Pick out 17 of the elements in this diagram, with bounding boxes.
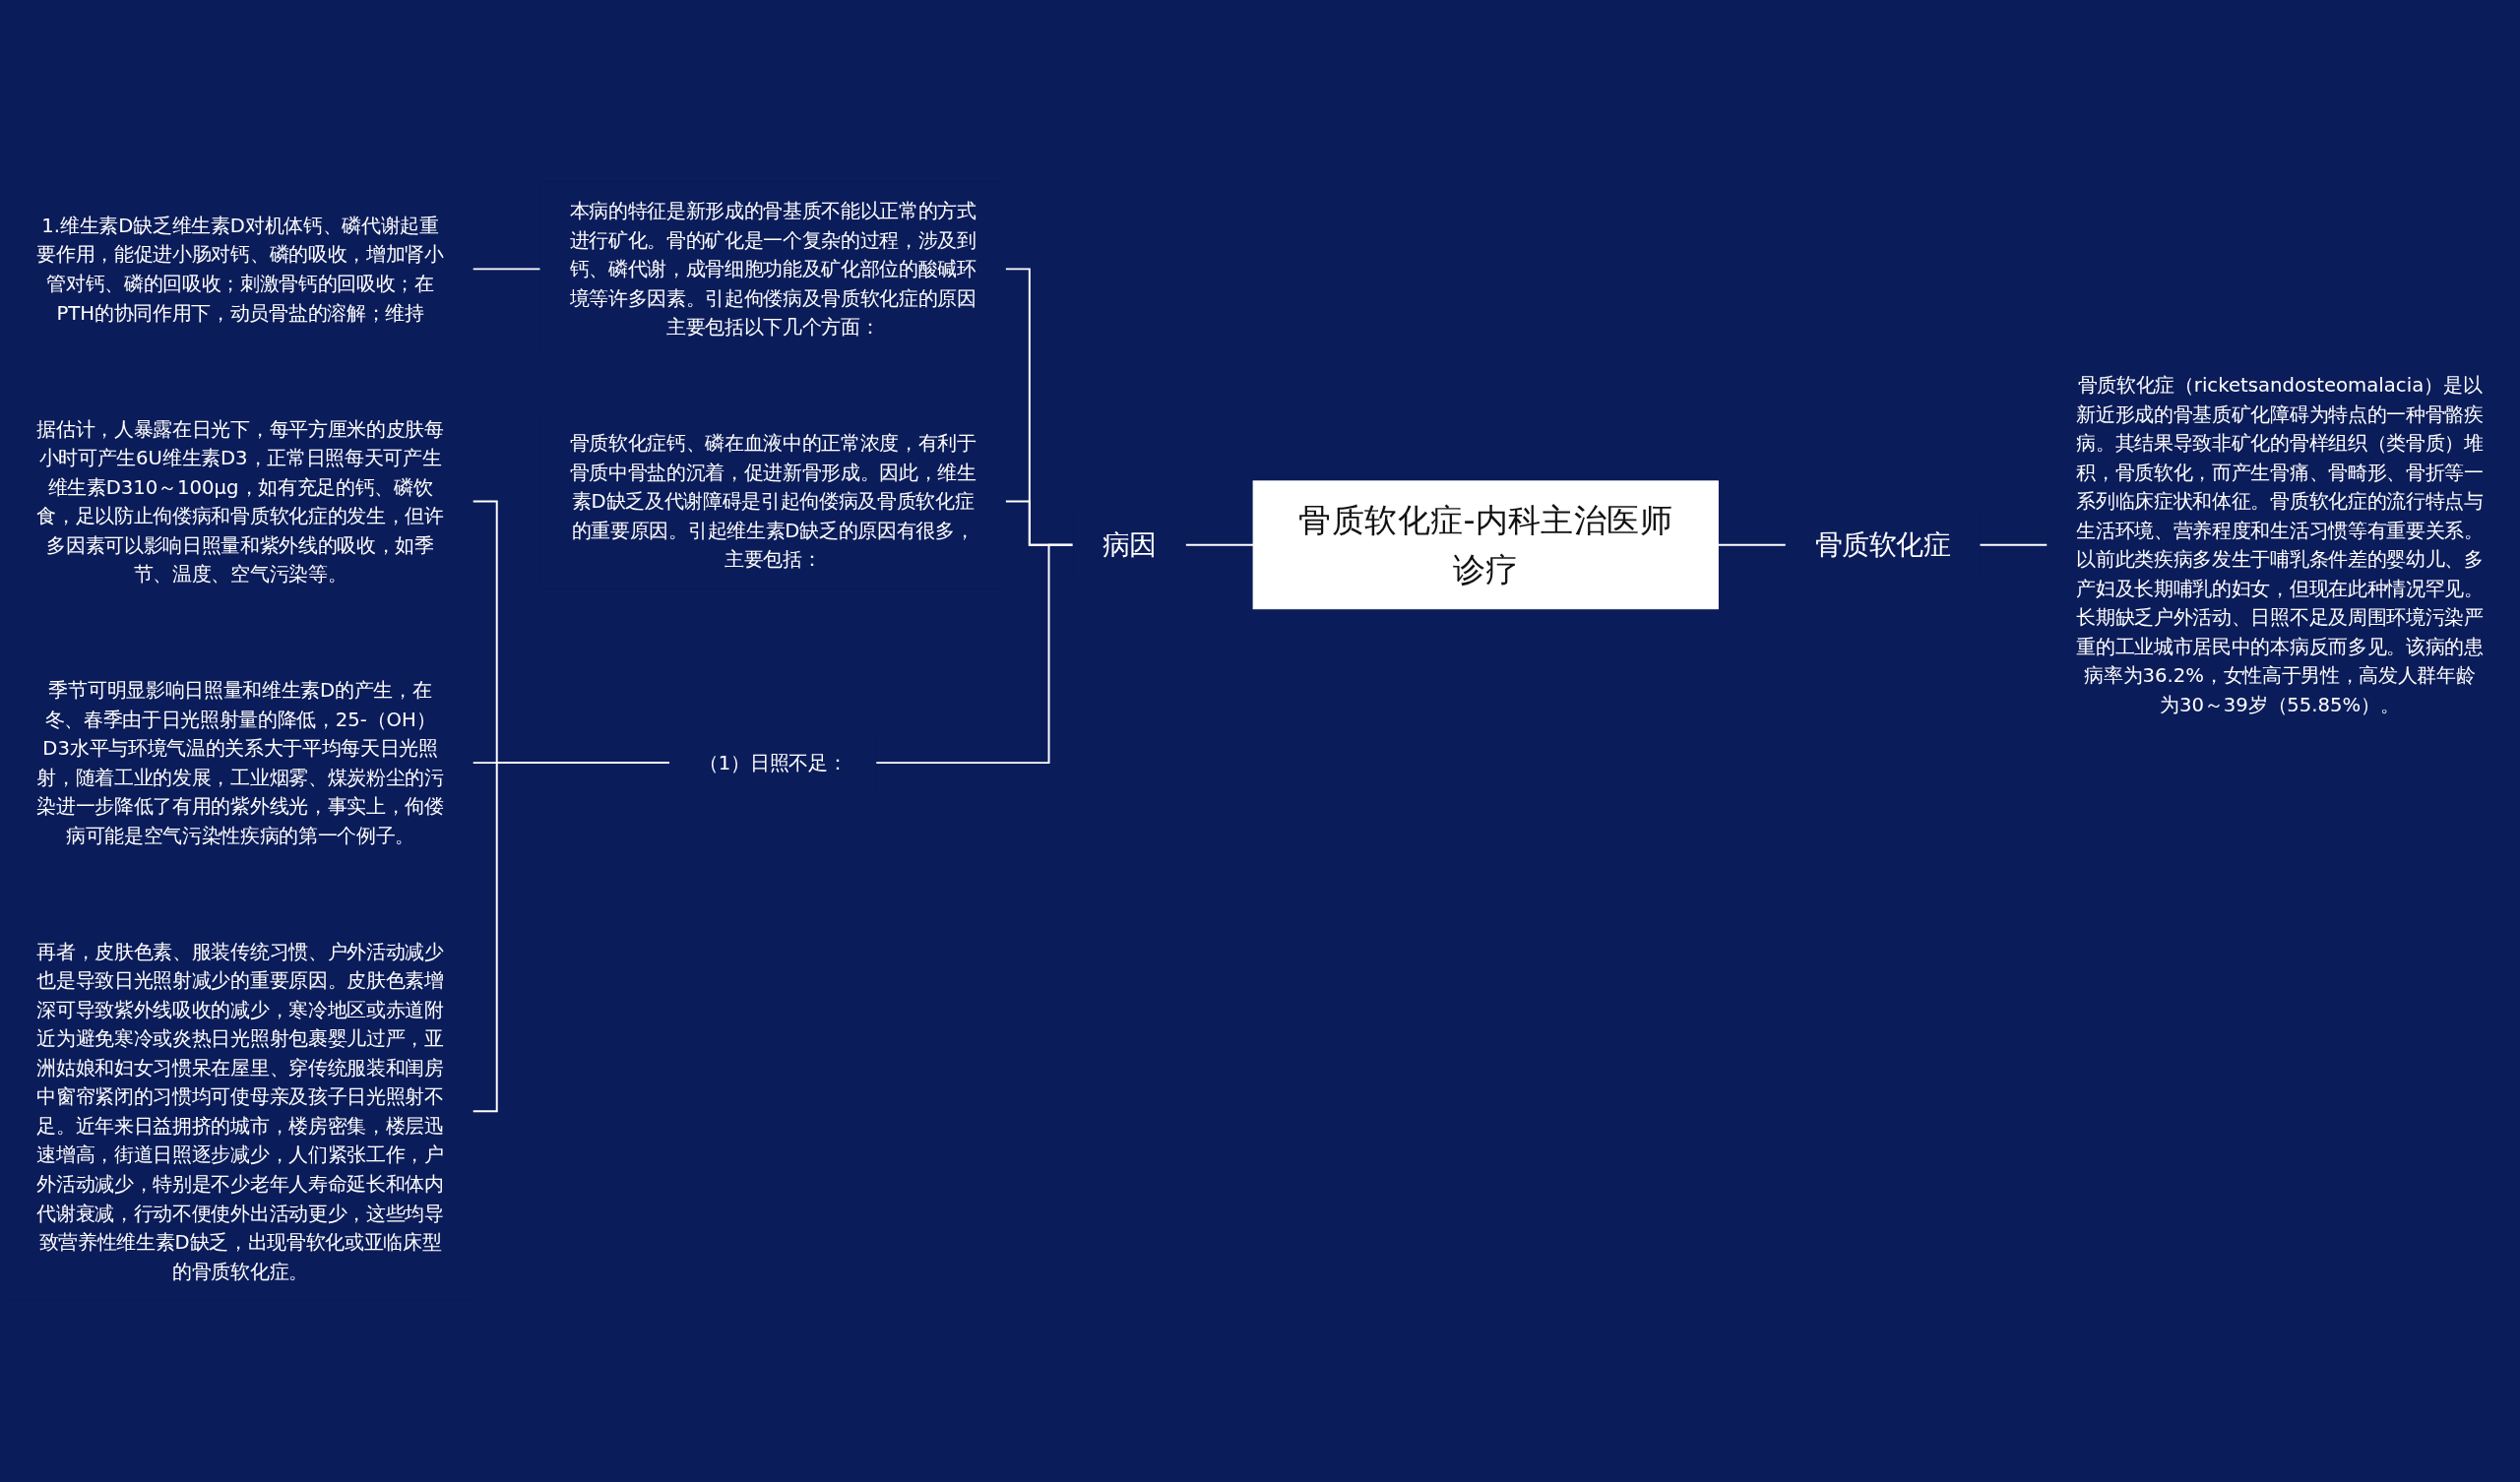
node-box: 骨质软化症-内科主治医师诊疗 (1252, 480, 1719, 610)
node-text: 骨质软化症（ricketsandosteomalacia）是以新近形成的骨基质矿化障碍为特点的一种骨骼疾病。其结果导致非矿化的骨样组织（类骨质）堆积，骨质软化，而产生骨痛、骨畸形、骨折等一系列临床症状和体征。骨质软化症的流行特点与生活环境、营养程度和生活习惯等有重要关系。以前此类疾病多发生于哺乳条件差的婴幼儿、多产妇及长期哺乳的妇女，但现在此种情况罕见。长期缺乏户外活动、日照不足及周围环境污染严重的工业城市居民中的本病反而多见。该病的患病率为36.2%，女性高于男性，高发人群年龄为30～39岁（55.85%）。 (2076, 373, 2484, 716)
connector (874, 543, 1075, 765)
connector (472, 762, 671, 1113)
connector (1717, 543, 1788, 546)
connector (472, 268, 541, 271)
node-text: （1）日照不足： (698, 751, 848, 774)
node-text: 据估计，人暴露在日光下，每平方厘米的皮肤每小时可产生6U维生素D3，正常日照每天可产生维生素D310～100μg，如有充足的钙、磷饮食，足以防止佝偻病和骨质软化症的发生，但许多因素可以影响日照量和紫外线的吸收，如季节、温度、空气污染等。 (36, 416, 444, 587)
node-text: 1.维生素D缺乏维生素D对机体钙、磷代谢起重要作用，能促进小肠对钙、磷的吸收，增加肾小管对钙、磷的回吸收；刺激骨钙的回吸收；在PTH的协同作用下，动员骨盐的溶解；维持 (36, 214, 444, 325)
connector (1979, 543, 2048, 546)
node-text: 骨质软化症钙、磷在血液中的正常浓度，有利于骨质中骨盐的沉着，促进新骨形成。因此，维生素D缺乏及代谢障碍是引起佝偻病及骨质软化症的重要原因。引起维生素D缺乏的原因有很多，主要包括： (569, 431, 976, 572)
node-text: 本病的特征是新形成的骨基质不能以正常的方式进行矿化。骨的矿化是一个复杂的过程，涉及到钙、磷代谢，成骨细胞功能及矿化部位的酸碱环境等许多因素。引起佝偻病及骨质软化症的原因主要包括以下几个方面： (569, 199, 976, 340)
node-text: 再者，皮肤色素、服装传统习惯、户外活动减少也是导致日光照射减少的重要原因。皮肤色素增深可导致紫外线吸收的减少，寒冷地区或赤道附近为避免寒冷或炎热日光照射包裹婴儿过严，亚洲姑娘和妇女习惯呆在屋里、穿传统服装和闺房中窗帘紧闭的习惯均可使母亲及孩子日光照射不足。近年来日益拥挤的城市，楼房密集，楼层迅速增高，街道日照逐步减少，人们紧张工作，户外活动减少，特别是不少老年人寿命延长和体内代谢衰减，行动不便使外出活动更少，这些均导致营养性维生素D缺乏，出现骨软化或亚临床型的骨质软化症。 (36, 940, 444, 1283)
node-text: 骨质软化症 (1814, 528, 1951, 561)
connector (1184, 543, 1255, 546)
node-text: 病因 (1102, 528, 1157, 561)
node-text: 季节可明显影响日照量和维生素D的产生，在冬、春季由于日光照射量的降低，25-（OH）D3水平与环境气温的关系大于平均每天日光照射，随着工业的发展，工业烟雾、煤炭粉尘的污染进一步降低了有用的紫外线光，事实上，佝偻病可能是空气污染性疾病的第一个例子。 (36, 678, 444, 847)
